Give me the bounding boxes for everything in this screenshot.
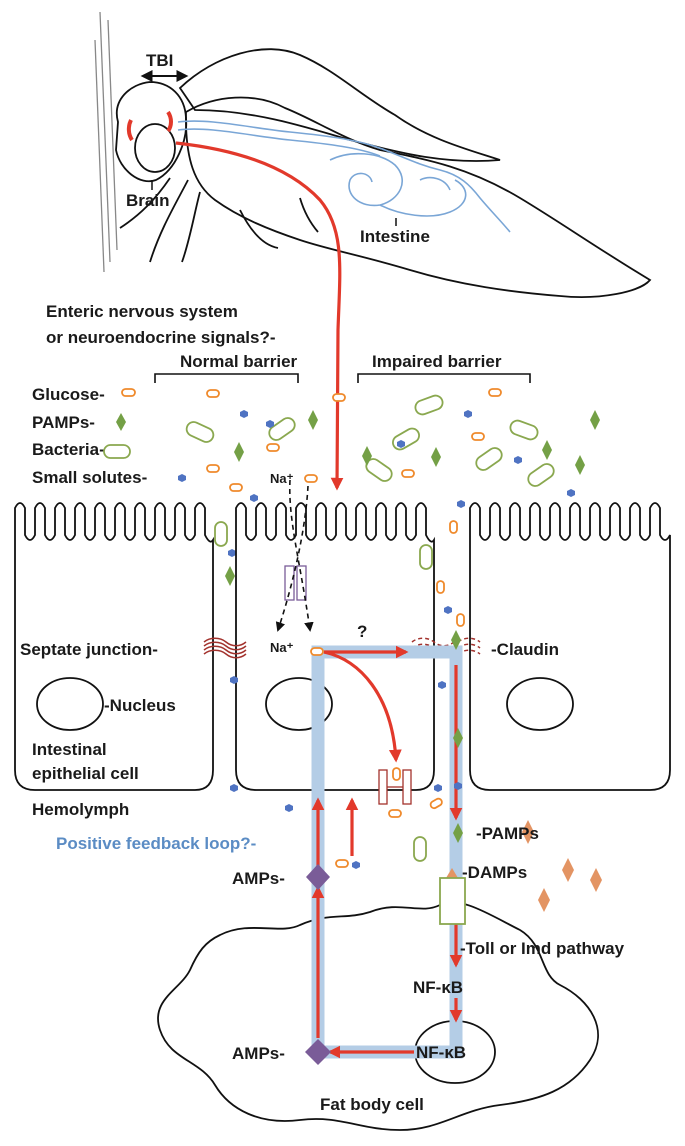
- fly-head: [115, 81, 188, 183]
- normal-barrier-label: Normal barrier: [180, 352, 298, 371]
- nucleus-label: -Nucleus: [104, 696, 176, 715]
- epithelial-label-2: epithelial cell: [32, 764, 139, 783]
- toll-imd-label: -Toll or Imd pathway: [460, 939, 625, 958]
- legend-solutes-label: Small solutes-: [32, 468, 147, 487]
- septate-junction: [203, 637, 247, 659]
- epithelial-cells: [14, 502, 671, 791]
- intestine-label: Intestine: [360, 227, 430, 246]
- legend-bacteria-label: Bacteria-: [32, 440, 105, 459]
- legend-solute-icon: [178, 474, 186, 482]
- nucleus-middle: [265, 677, 333, 731]
- pamps-right-label: -PAMPs: [476, 824, 539, 843]
- basal-channel: [378, 767, 412, 805]
- nfkb-bottom-label: NF-κB: [416, 1043, 466, 1062]
- brain-shape: [134, 123, 176, 173]
- amp-diamond-bottom: [305, 1039, 331, 1065]
- amps-top-label: AMPs-: [232, 869, 285, 888]
- epithelial-cell-middle: [235, 502, 435, 791]
- brain-to-gut-arrow: [175, 141, 344, 491]
- impaired-barrier-label: Impaired barrier: [372, 352, 502, 371]
- legend-glucose-label: Glucose-: [32, 385, 105, 404]
- enteric-label-1: Enteric nervous system: [46, 302, 238, 321]
- fly-wing: [178, 48, 501, 162]
- epithelial-label-1: Intestinal: [32, 740, 107, 759]
- septate-junction-label: Septate junction-: [20, 640, 158, 659]
- legend-bacteria-icon: [103, 444, 131, 459]
- tbi-label: TBI: [146, 51, 173, 70]
- toll-imd-receptor: [439, 877, 466, 925]
- legend-glucose-icon: [121, 388, 136, 397]
- legend-pamps-label: PAMPs-: [32, 413, 95, 432]
- lumen-particles: [185, 388, 600, 627]
- normal-barrier-bracket: [154, 373, 299, 383]
- fat-body-label: Fat body cell: [320, 1095, 424, 1114]
- hemolymph-particles: [230, 630, 602, 912]
- epithelial-cell-left: [14, 502, 214, 791]
- nucleus-left: [36, 677, 104, 731]
- fat-body-cell: [157, 901, 599, 1131]
- epithelial-cell-right: [469, 502, 671, 791]
- nucleus-right: [506, 677, 574, 731]
- legend-pamp-icon: [116, 413, 126, 431]
- fly-body: [185, 96, 652, 298]
- amps-bottom-label: AMPs-: [232, 1044, 285, 1063]
- enteric-label-2: or neuroendocrine signals?-: [46, 328, 276, 347]
- amp-diamond-top: [306, 864, 330, 890]
- claudin-label: -Claudin: [491, 640, 559, 659]
- na-label-top: Na⁺: [270, 471, 294, 486]
- hemolymph-label: Hemolymph: [32, 800, 129, 819]
- fly-illustration: TBI Brain Intestine: [94, 11, 652, 298]
- damps-label: -DAMPs: [462, 863, 527, 882]
- na-label-bottom: Na⁺: [270, 640, 294, 655]
- impaired-barrier-bracket: [357, 373, 531, 383]
- positive-feedback-label: Positive feedback loop?-: [56, 834, 256, 853]
- fly-gut: [177, 120, 511, 233]
- nfkb-top-label: NF-κB: [413, 978, 463, 997]
- na-channel: Na⁺ Na⁺: [270, 471, 314, 655]
- question-label: ?: [357, 622, 367, 641]
- legend: Glucose- PAMPs- Bacteria- Small solutes-: [32, 385, 186, 487]
- brain-label: Brain: [126, 191, 169, 210]
